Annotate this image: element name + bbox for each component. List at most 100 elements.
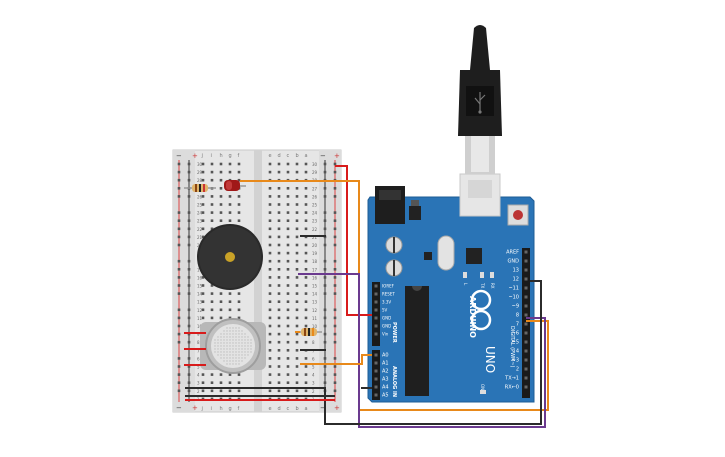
row-number: 20: [312, 243, 318, 248]
analog-pin[interactable]: [374, 353, 378, 357]
analog-header[interactable]: [372, 350, 380, 400]
microcontroller-chip: [405, 286, 429, 396]
tx-led: [480, 272, 484, 278]
digital-pin-label: ~5: [512, 340, 519, 346]
analog-pin-label: A2: [382, 369, 389, 375]
digital-pin[interactable]: [524, 340, 528, 344]
power-header[interactable]: [372, 282, 380, 346]
power-pin[interactable]: [374, 308, 378, 312]
analog-pin[interactable]: [374, 393, 378, 397]
digital-pin[interactable]: [524, 304, 528, 308]
row-number: 18: [312, 259, 318, 264]
column-letter: a: [305, 406, 308, 412]
digital-pin[interactable]: [524, 250, 528, 254]
piezo-buzzer[interactable]: [197, 224, 263, 290]
digital-pin[interactable]: [524, 268, 528, 272]
row-number: 8: [312, 340, 315, 345]
reset-button[interactable]: [507, 204, 529, 226]
row-number: 6: [312, 356, 315, 361]
digital-pin-label: RX←0: [505, 385, 519, 391]
digital-pin[interactable]: [524, 367, 528, 371]
wire-orange-sensor[interactable]: [300, 354, 372, 365]
digital-pin[interactable]: [524, 313, 528, 317]
row-number: 10: [312, 324, 318, 329]
analog-pin[interactable]: [374, 361, 378, 365]
digital-header-label: DIGITAL (PWM~): [509, 326, 515, 368]
gas-sensor[interactable]: [200, 318, 266, 374]
digital-pin[interactable]: [524, 295, 528, 299]
digital-pin[interactable]: [524, 349, 528, 353]
column-letter: i: [211, 153, 212, 159]
power-pin-label: GND: [382, 316, 391, 321]
digital-pin[interactable]: [524, 358, 528, 362]
power-pin[interactable]: [374, 284, 378, 288]
power-pin[interactable]: [374, 324, 378, 328]
breadboard[interactable]: 3030292928282727262625252424232322222121…: [172, 149, 342, 413]
column-letter: f: [238, 153, 240, 159]
analog-pin-label: A3: [382, 377, 389, 383]
row-number: 30: [197, 162, 203, 167]
row-number: 13: [312, 300, 318, 305]
row-number: 16: [312, 275, 318, 280]
row-number: 24: [197, 211, 203, 216]
row-number: 2: [312, 389, 315, 394]
digital-pin-label: AREF: [506, 250, 519, 256]
analog-pin[interactable]: [374, 377, 378, 381]
usb-cable[interactable]: [458, 25, 502, 217]
gas-sensor-mesh: [214, 327, 252, 365]
analog-pin-label: A5: [382, 393, 389, 399]
row-number: 4: [312, 373, 315, 378]
digital-pin[interactable]: [524, 259, 528, 263]
row-number: 14: [197, 292, 203, 297]
analog-pin[interactable]: [374, 385, 378, 389]
row-number: 8: [197, 340, 200, 345]
digital-pin-label: ~9: [512, 304, 519, 310]
resistor-bottom[interactable]: [296, 328, 322, 336]
column-letter: h: [220, 153, 223, 159]
wires[interactable]: [184, 165, 549, 428]
column-letter: g: [229, 406, 232, 412]
digital-pin[interactable]: [524, 286, 528, 290]
rail-minus-label-bottom-right: −: [320, 404, 326, 412]
row-number: 4: [197, 373, 200, 378]
arduino-uno-board[interactable]: ARDUINO UNO POWER ANALOG IN DIGITAL (PWM…: [367, 186, 535, 403]
row-number: 21: [312, 235, 318, 240]
red-led[interactable]: [224, 180, 246, 191]
digital-pin[interactable]: [524, 385, 528, 389]
digital-pin[interactable]: [524, 277, 528, 281]
row-number: 5: [197, 365, 200, 370]
rx-led: [490, 272, 494, 278]
row-number: 25: [312, 203, 318, 208]
digital-pin[interactable]: [524, 322, 528, 326]
digital-pin[interactable]: [524, 376, 528, 380]
row-number: 27: [312, 186, 318, 191]
row-number: 17: [312, 267, 318, 272]
digital-pin-label: ~3: [512, 358, 519, 364]
capacitor-2: [385, 259, 403, 277]
model-label: UNO: [483, 346, 497, 373]
resistor-top[interactable]: [184, 184, 216, 192]
row-number: 23: [312, 219, 318, 224]
row-number: 2: [197, 389, 200, 394]
column-letter: h: [220, 406, 223, 412]
digital-pin[interactable]: [524, 331, 528, 335]
wire-black-gnd[interactable]: [185, 280, 542, 425]
power-pin[interactable]: [374, 332, 378, 336]
row-number: 3: [312, 381, 315, 386]
power-pin[interactable]: [374, 292, 378, 296]
row-number: 9: [197, 332, 200, 337]
rail-plus-label-top-left: +: [192, 152, 198, 160]
voltage-regulator: [409, 200, 421, 220]
power-pin[interactable]: [374, 316, 378, 320]
rail-plus-label-bottom-left: +: [192, 404, 198, 412]
analog-pin-label: A1: [382, 361, 389, 367]
power-pin-label: 5V: [382, 308, 388, 313]
row-number: 14: [312, 292, 318, 297]
power-jack[interactable]: [375, 186, 405, 224]
row-number: 26: [197, 194, 203, 199]
power-pin-label: IOREF: [382, 284, 395, 289]
rail-minus-label-top-right: −: [320, 152, 326, 160]
analog-pin[interactable]: [374, 369, 378, 373]
power-pin[interactable]: [374, 300, 378, 304]
